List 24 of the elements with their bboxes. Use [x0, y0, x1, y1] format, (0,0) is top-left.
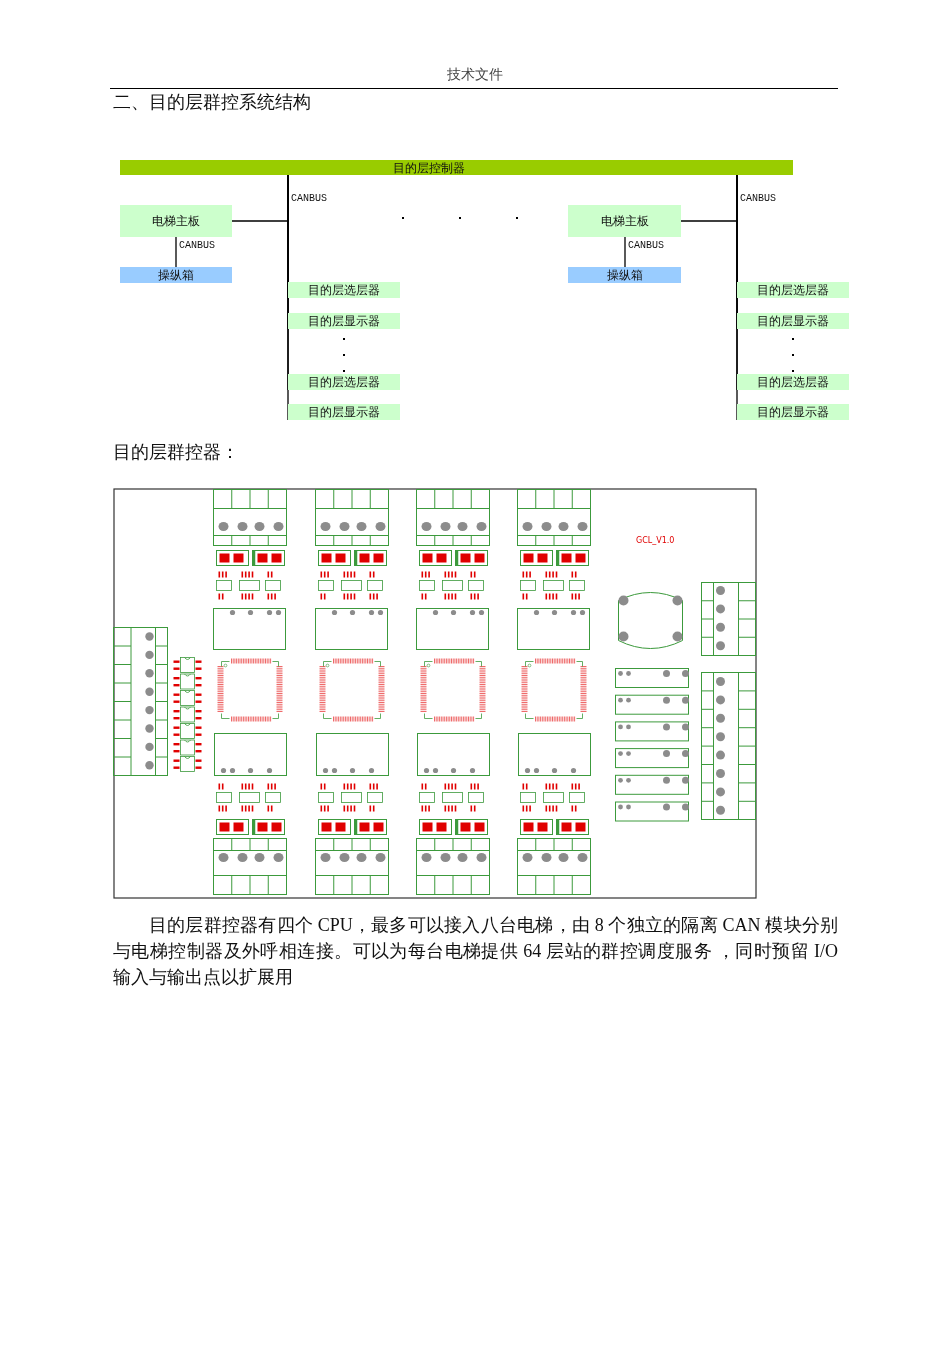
- process-box: 电梯主板: [120, 205, 232, 237]
- process-box: 目的层选层器: [737, 282, 849, 298]
- edge-label: CANBUS: [178, 240, 216, 251]
- process-box: 目的层选层器: [288, 282, 400, 298]
- board-label: GCL_V1.0: [636, 536, 675, 545]
- section-heading: 二、目的层群控系统结构: [113, 91, 311, 114]
- process-box: 目的层显示器: [288, 404, 400, 420]
- process-box: 电梯主板: [568, 205, 681, 237]
- process-box: 操纵箱: [120, 267, 232, 283]
- connector-line: [624, 236, 626, 268]
- process-box: 目的层显示器: [288, 313, 400, 329]
- process-box: 目的层显示器: [737, 313, 849, 329]
- body-paragraph: 目的层群控器有四个 CPU，最多可以接入八台电梯，由 8 个独立的隔离 CAN 模块分别与电梯控制器及外呼相连接。可以为每台电梯提供 64 层站的群控调度服务 ，同时预留 I/O 输入与输出点以扩展用: [113, 914, 838, 989]
- process-box: 操纵箱: [568, 267, 681, 283]
- process-box: 目的层显示器: [737, 404, 849, 420]
- subheading: 目的层群控器：: [113, 441, 239, 464]
- edge-label: CANBUS: [739, 193, 777, 204]
- edge-label: CANBUS: [627, 240, 665, 251]
- process-box: 目的层选层器: [737, 374, 849, 390]
- header-text: 技术文件: [447, 66, 503, 84]
- edge-label: CANBUS: [290, 193, 328, 204]
- connector-line: [175, 236, 177, 268]
- controller-bar: 目的层控制器: [120, 160, 793, 175]
- process-box: 目的层选层器: [288, 374, 400, 390]
